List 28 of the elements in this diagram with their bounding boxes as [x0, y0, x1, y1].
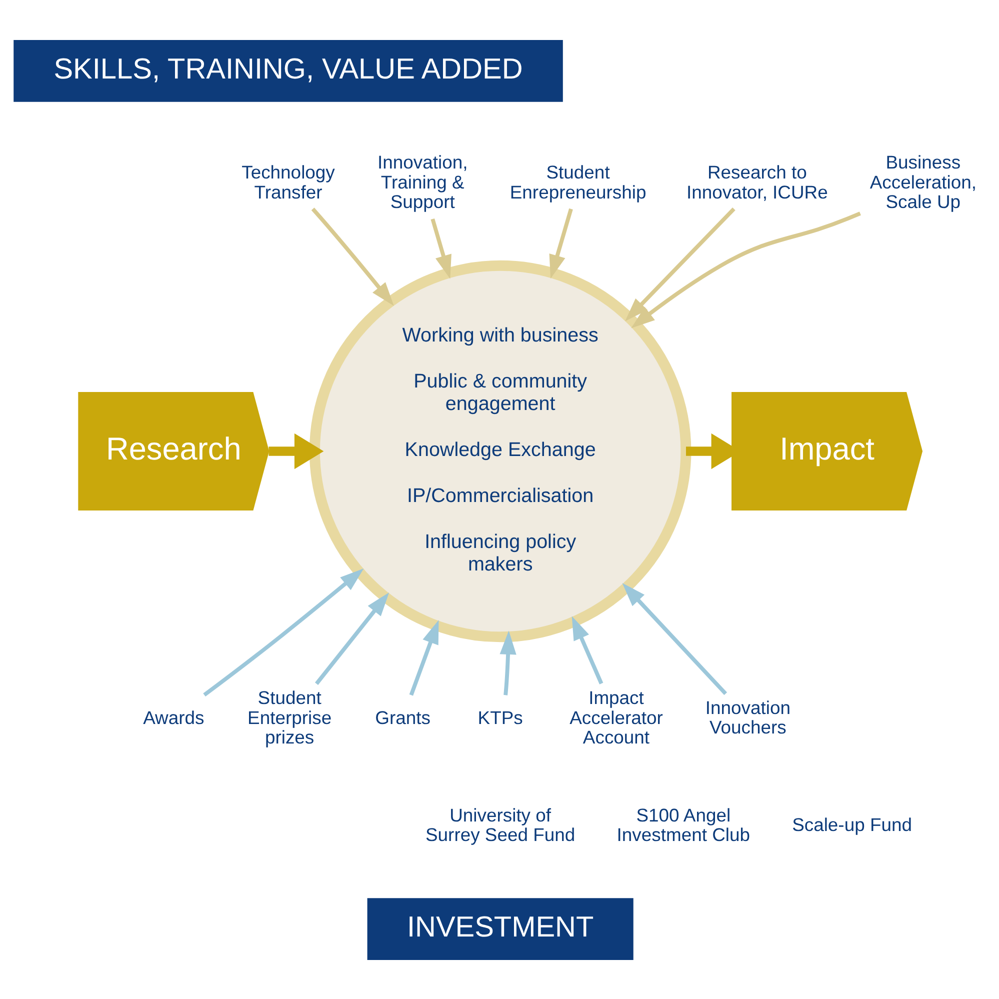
node-text: Awards: [142, 706, 204, 728]
node-text: Innovation, Training & Support: [377, 151, 468, 212]
node-text: KTPs: [477, 706, 522, 728]
node-text: Grants: [374, 706, 430, 728]
arrow: [430, 218, 451, 278]
arrow: [268, 432, 324, 469]
node-text: Innovation Vouchers: [704, 696, 790, 738]
node-text: Student Enrepreneurship: [509, 161, 646, 202]
arrow: [314, 592, 389, 684]
node-box: INVESTMENT: [366, 898, 633, 960]
label: University of Surrey Seed Fund: [425, 804, 575, 845]
label: Scale-up Fund: [792, 814, 912, 835]
arrow: [408, 620, 438, 696]
arrow: [630, 211, 860, 328]
arrow: [571, 616, 603, 684]
node-text: Business Acceleration, Scale Up: [869, 151, 976, 212]
label: S100 Angel Investment Club: [616, 804, 750, 845]
arrow: [622, 582, 727, 695]
arrow: [499, 630, 516, 695]
node-text: Impact Accelerator Account: [569, 686, 662, 748]
arrow: [202, 568, 364, 696]
arrow: [624, 207, 735, 321]
arrow: [310, 207, 394, 306]
node-text: Technology Transfer: [241, 161, 334, 202]
node-box: SKILLS, TRAINING, VALUE ADDED: [13, 40, 562, 102]
arrow: [548, 208, 572, 278]
node-text: Research to Innovator, ICURe: [686, 161, 828, 202]
node-text: Student Enterprise prizes: [247, 686, 332, 748]
